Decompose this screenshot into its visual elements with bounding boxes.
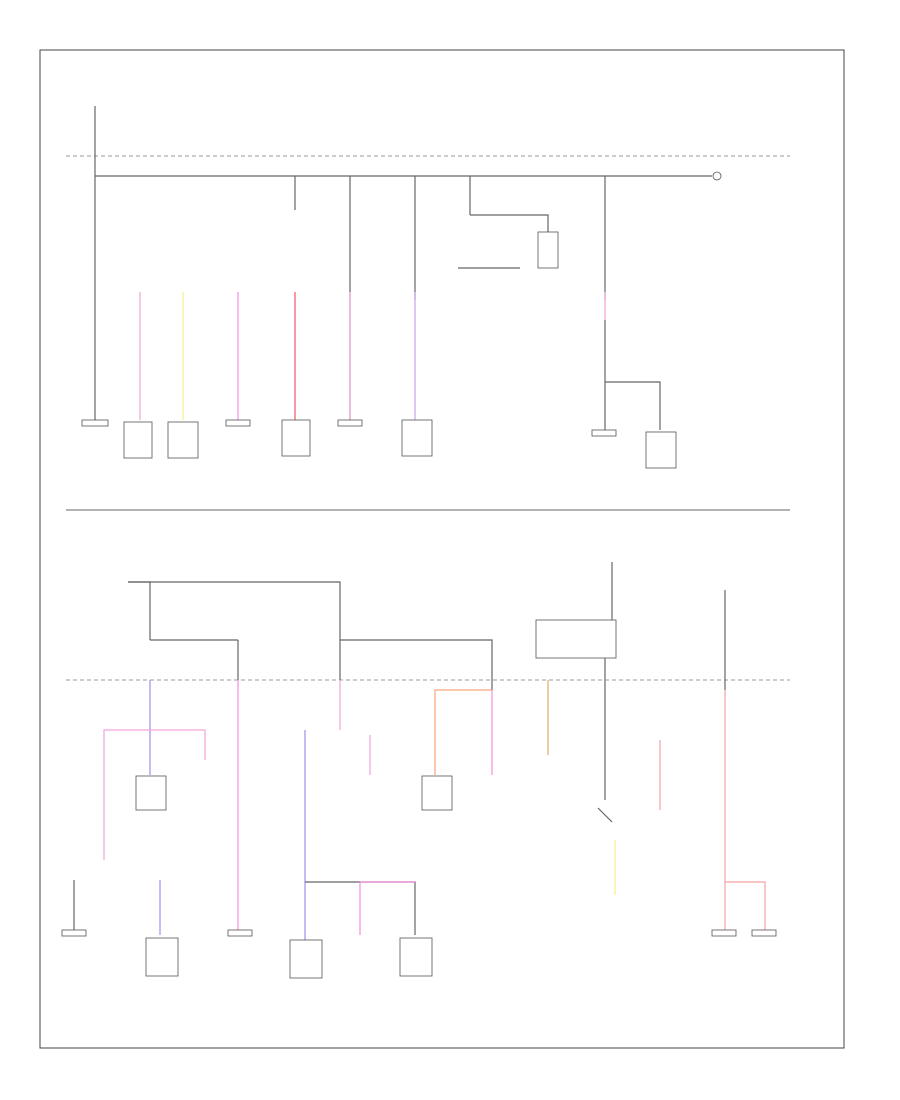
relay-box-bottom	[535, 619, 617, 659]
relay-box-top	[537, 231, 559, 269]
component-top-7	[401, 419, 433, 457]
component-bottom-3	[145, 937, 179, 977]
feed-center	[128, 581, 341, 680]
feed-left	[128, 581, 151, 640]
component-top-3	[167, 421, 199, 459]
branch-6-split	[605, 381, 661, 430]
connector-bottom-6	[227, 929, 253, 937]
switch-contact	[597, 807, 613, 823]
connector-bottom-7	[711, 929, 737, 937]
connector-top-4	[225, 419, 251, 427]
connector-top-8	[591, 429, 617, 437]
wire-salmon-split	[725, 881, 766, 930]
component-bottom-5	[399, 937, 433, 977]
connector-top-1	[81, 419, 109, 427]
connector-top-6	[337, 419, 363, 427]
wire-orange-1	[434, 689, 492, 775]
connector-bottom-9	[61, 929, 87, 937]
component-top-2	[123, 421, 153, 459]
diagram-frame	[39, 49, 845, 1049]
component-bottom-2	[421, 775, 453, 811]
bus-connector-top	[712, 171, 722, 181]
bus-center	[340, 639, 493, 690]
bottom-section	[61, 562, 790, 979]
top-section	[66, 76, 790, 469]
component-top-5	[281, 419, 311, 457]
component-top-9	[645, 431, 677, 469]
wire-pink-split	[103, 729, 206, 860]
component-bottom-4	[289, 939, 323, 979]
branch-5-relay	[470, 214, 549, 232]
component-bottom-1	[135, 775, 167, 811]
power-source-label-top	[66, 76, 102, 102]
connector-bottom-8	[751, 929, 777, 937]
